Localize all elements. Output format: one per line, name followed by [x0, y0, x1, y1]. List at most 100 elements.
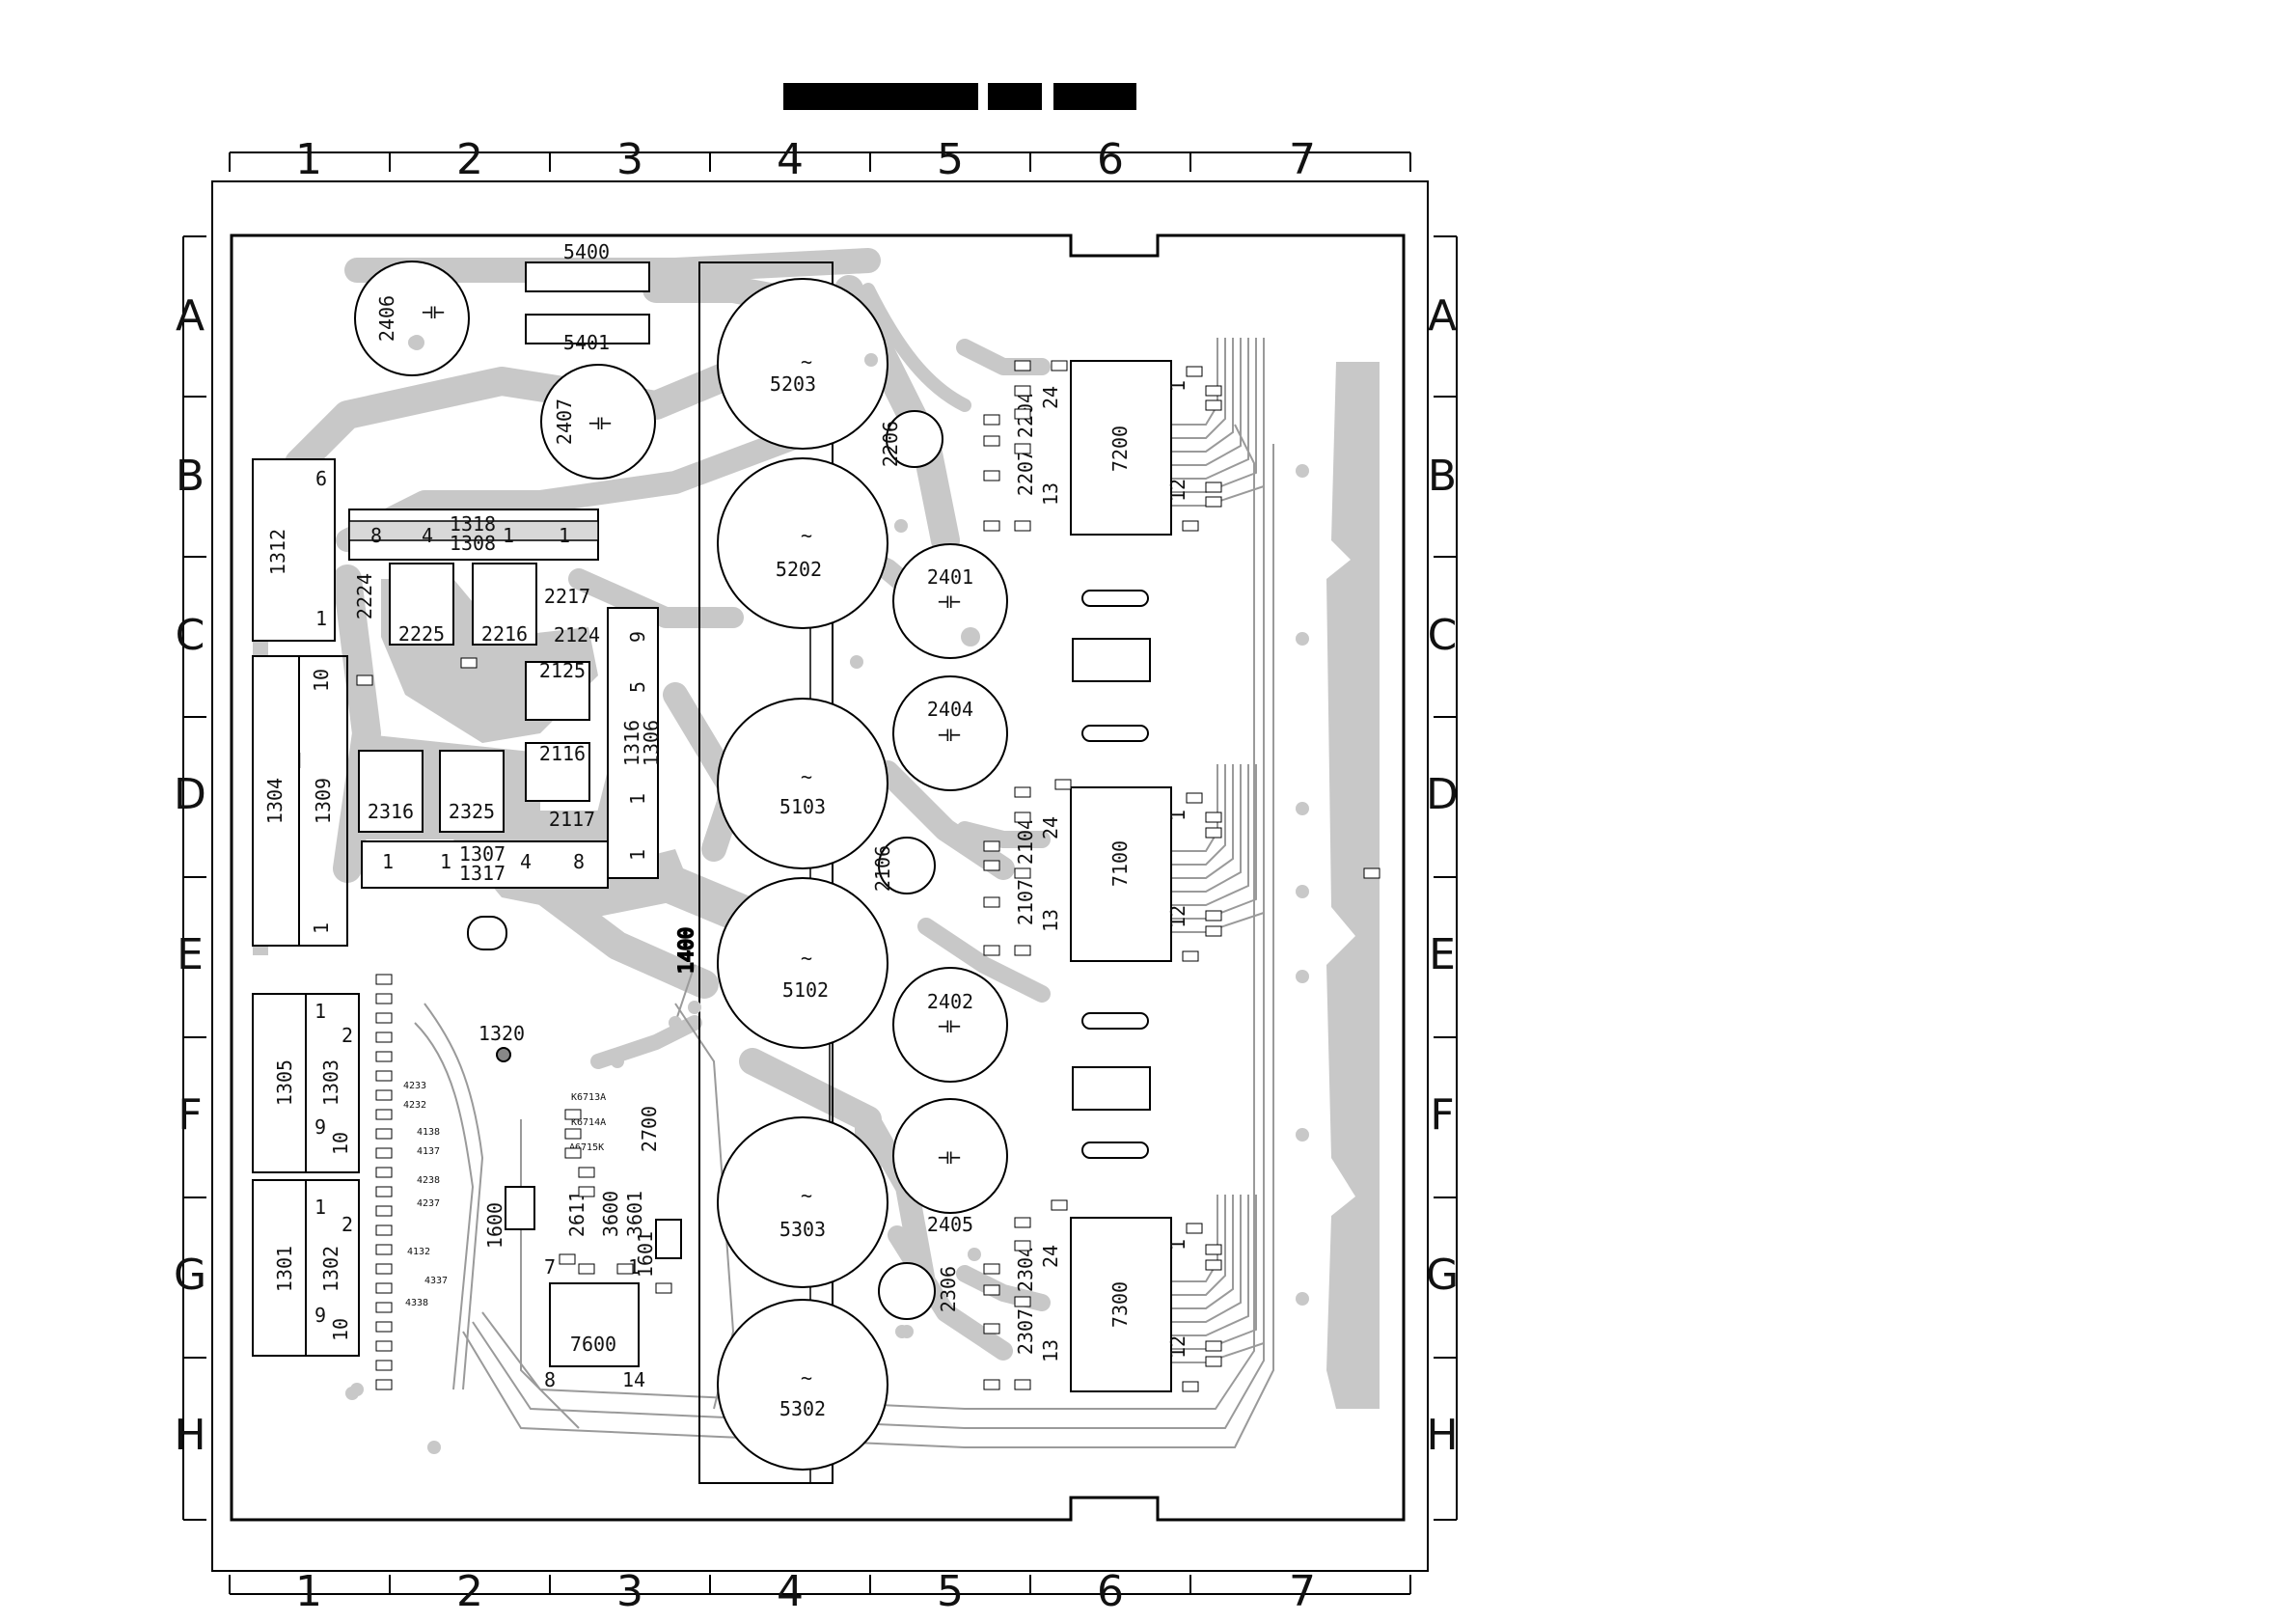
smd-pad-47: [375, 1051, 393, 1062]
pin-1-1307-a: 1: [382, 850, 394, 873]
via-8: [1296, 464, 1309, 478]
smd-pad-65: [564, 1109, 582, 1120]
pin-1-7300: 1: [1166, 1239, 1189, 1251]
ic-7200-label: 7200: [1108, 426, 1132, 472]
cap-2611-label: 2611: [565, 1191, 588, 1237]
smd-pad-30: [1014, 1240, 1031, 1252]
smd-pad-45: [375, 1012, 393, 1024]
column-labels-bottom: 1 2 3 4 5 6 7: [295, 1567, 1316, 1616]
smd-pad-53: [375, 1167, 393, 1178]
cap-2117-label: 2117: [549, 808, 595, 831]
pin-13-7300: 13: [1039, 1339, 1062, 1362]
svg-text:~: ~: [801, 350, 812, 373]
smd-pad-52: [375, 1147, 393, 1159]
via-14: [1296, 1292, 1309, 1306]
smd-pad-12: [1182, 520, 1199, 532]
capacitor-2404: 2404 ⊣⊢: [892, 675, 1008, 791]
smd-pad-44: [375, 993, 393, 1004]
col-label-7-top: 7: [1289, 135, 1316, 184]
signal-trace-1-3: [1171, 764, 1242, 893]
smd-pad-36: [983, 1379, 1000, 1390]
smd-4232: 4232: [403, 1100, 426, 1111]
via-13: [1296, 1128, 1309, 1142]
row-label-A-right: A: [1428, 291, 1457, 341]
via-18: [688, 1001, 701, 1014]
ic-7100-label: 7100: [1108, 840, 1132, 887]
signal-trace-2-3: [1171, 1195, 1242, 1323]
smd-K6714A: K6714A: [571, 1117, 606, 1128]
row-label-B-right: B: [1428, 452, 1457, 501]
inductor-5302-label: 5302: [779, 1397, 826, 1420]
capacitor-2407: 2407 ⊣⊢: [540, 364, 656, 480]
row-labels-left: A B C D E F G H: [174, 291, 206, 1460]
svg-text:⊣⊢: ⊣⊢: [422, 300, 445, 323]
cap-2124-label: 2124: [554, 623, 600, 646]
col-label-6-top: 6: [1097, 135, 1124, 184]
smd-pad-66: [564, 1128, 582, 1140]
signal-trace-1-4: [1171, 764, 1249, 906]
col-label-6-bottom: 6: [1097, 1567, 1124, 1616]
connector-1307-label: 1307: [459, 842, 506, 866]
pin-2-1303: 2: [342, 1024, 353, 1047]
smd-pad-17: [983, 840, 1000, 852]
smd-pad-73: [655, 1282, 672, 1294]
inductor-5202-label: 5202: [776, 558, 822, 581]
connector-1302-label: 1302: [319, 1246, 342, 1292]
ic-7200: 7200: [1070, 360, 1172, 536]
smd-2307: 2307: [1014, 1308, 1037, 1355]
signal-trace-2-4: [1171, 1195, 1249, 1336]
signal-trace-0-6: [1171, 338, 1265, 507]
signal-trace-1-5: [1171, 764, 1257, 920]
mounting-slots: [467, 590, 1151, 1159]
via-11: [1296, 885, 1309, 898]
pin-14-7600: 14: [622, 1368, 645, 1391]
ic-7100: 7100: [1070, 786, 1172, 962]
pin-12-7200: 12: [1166, 479, 1189, 502]
connector-1307-1317: 1307 1317 1 1 4 8: [361, 840, 609, 889]
ics: 7200 7100 7300 7600: [549, 360, 1172, 1392]
smd-pad-21: [1014, 945, 1031, 956]
svg-text:~: ~: [801, 1366, 812, 1389]
connector-1317-label: 1317: [459, 862, 506, 885]
via-1: [894, 519, 908, 533]
smd-pad-11: [1205, 399, 1222, 411]
row-label-G-left: G: [174, 1251, 206, 1300]
col-label-3-bottom: 3: [616, 1567, 643, 1616]
row-label-H-left: H: [174, 1411, 205, 1460]
capacitor-2406-label: 2406: [375, 295, 398, 342]
smd-pad-34: [983, 1323, 1000, 1334]
connector-1400-label: 1400: [674, 927, 697, 974]
smd-4233: 4233: [403, 1081, 426, 1091]
row-label-F-right: F: [1430, 1090, 1454, 1140]
boxed-capacitors: 2225 2216 2217 2124 2125 2116 2117 2316 …: [353, 563, 661, 1237]
smd-pad-57: [375, 1244, 393, 1255]
connector-1301-label: 1301: [273, 1246, 296, 1292]
via-16: [427, 1441, 441, 1454]
col-label-2-top: 2: [456, 135, 483, 184]
connector-1316-label: 1316: [620, 720, 643, 766]
capacitor-2402: 2402 ⊣⊢: [892, 967, 1008, 1083]
smd-pad-16: [1014, 812, 1031, 823]
inductor-5303: 5303 ~: [717, 1116, 888, 1288]
cap-2225-label: 2225: [398, 622, 445, 646]
smd-pad-38: [1205, 1244, 1222, 1255]
pin-1-1306-a: 1: [626, 793, 649, 805]
via-5: [895, 1325, 909, 1338]
svg-text:⊣⊢: ⊣⊢: [588, 411, 612, 434]
smd-pad-22: [983, 945, 1000, 956]
pin-10-1303: 10: [329, 1132, 352, 1155]
svg-text:~: ~: [801, 524, 812, 547]
pcb-outline: [230, 234, 1406, 1522]
smd-pad-1: [1014, 385, 1031, 397]
smd-pad-37: [1186, 1223, 1203, 1234]
smd-pad-7: [1014, 520, 1031, 532]
smd-4138: 4138: [417, 1127, 440, 1138]
pin-24-7100: 24: [1039, 816, 1062, 839]
col-label-3-top: 3: [616, 135, 643, 184]
row-label-C-right: C: [1428, 611, 1458, 660]
smd-pad-62: [375, 1340, 393, 1352]
ic-7300: 7300: [1070, 1217, 1172, 1392]
row-label-B-left: B: [176, 452, 205, 501]
smd-pad-78: [1051, 360, 1068, 371]
